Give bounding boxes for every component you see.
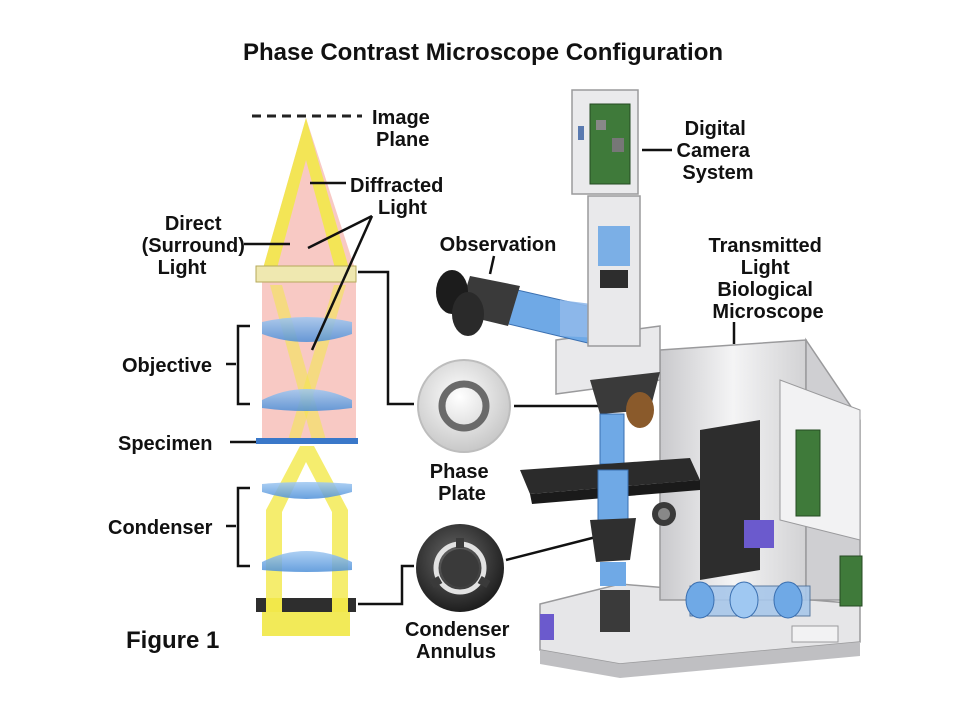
digital-camera-label: Digital Camera System bbox=[677, 118, 756, 184]
condenser-annulus-label: Condenser Annulus bbox=[405, 619, 515, 663]
eyepiece-right bbox=[452, 292, 484, 336]
light-source-block bbox=[262, 612, 350, 636]
direct-light-lower-beam bbox=[266, 446, 348, 600]
specimen-label: Specimen bbox=[118, 433, 212, 455]
figure-label: Figure 1 bbox=[126, 627, 219, 654]
condenser-label: Condenser bbox=[108, 517, 213, 539]
objective-bracket bbox=[236, 324, 250, 406]
objective-lens-bottom bbox=[262, 389, 352, 411]
direct-light-label: Direct (Surround) Light bbox=[142, 213, 251, 279]
condenser-bracket bbox=[236, 486, 250, 568]
phase-plate-label: Phase Plate bbox=[430, 461, 495, 505]
condenser-lens-top bbox=[262, 482, 352, 499]
phase-plate-connector bbox=[358, 270, 414, 406]
light-path-schematic bbox=[226, 114, 414, 636]
objective-lens-top bbox=[262, 317, 352, 342]
annulus-connector bbox=[358, 564, 414, 606]
objective-turret bbox=[599, 413, 625, 465]
microscope-illustration bbox=[436, 89, 863, 678]
diagram-title: Phase Contrast Microscope Configuration bbox=[243, 39, 723, 66]
condenser-annulus-disc bbox=[416, 524, 504, 612]
phase-plate-schematic bbox=[255, 265, 357, 283]
transmitted-light-label: Transmitted Light Biological Microscope bbox=[709, 235, 828, 323]
objective-label: Objective bbox=[122, 355, 212, 377]
condenser-unit bbox=[597, 469, 629, 521]
image-plane-label: Image Plane bbox=[372, 107, 435, 151]
observation-label: Observation bbox=[440, 234, 557, 256]
circuit-board bbox=[795, 429, 821, 517]
condenser-lens-bottom bbox=[262, 551, 352, 572]
phase-plate-disc bbox=[417, 359, 511, 453]
direct-light-upper-cone bbox=[262, 118, 350, 272]
specimen-slide bbox=[256, 438, 358, 444]
diffracted-light-label: Diffracted Light bbox=[350, 175, 449, 219]
